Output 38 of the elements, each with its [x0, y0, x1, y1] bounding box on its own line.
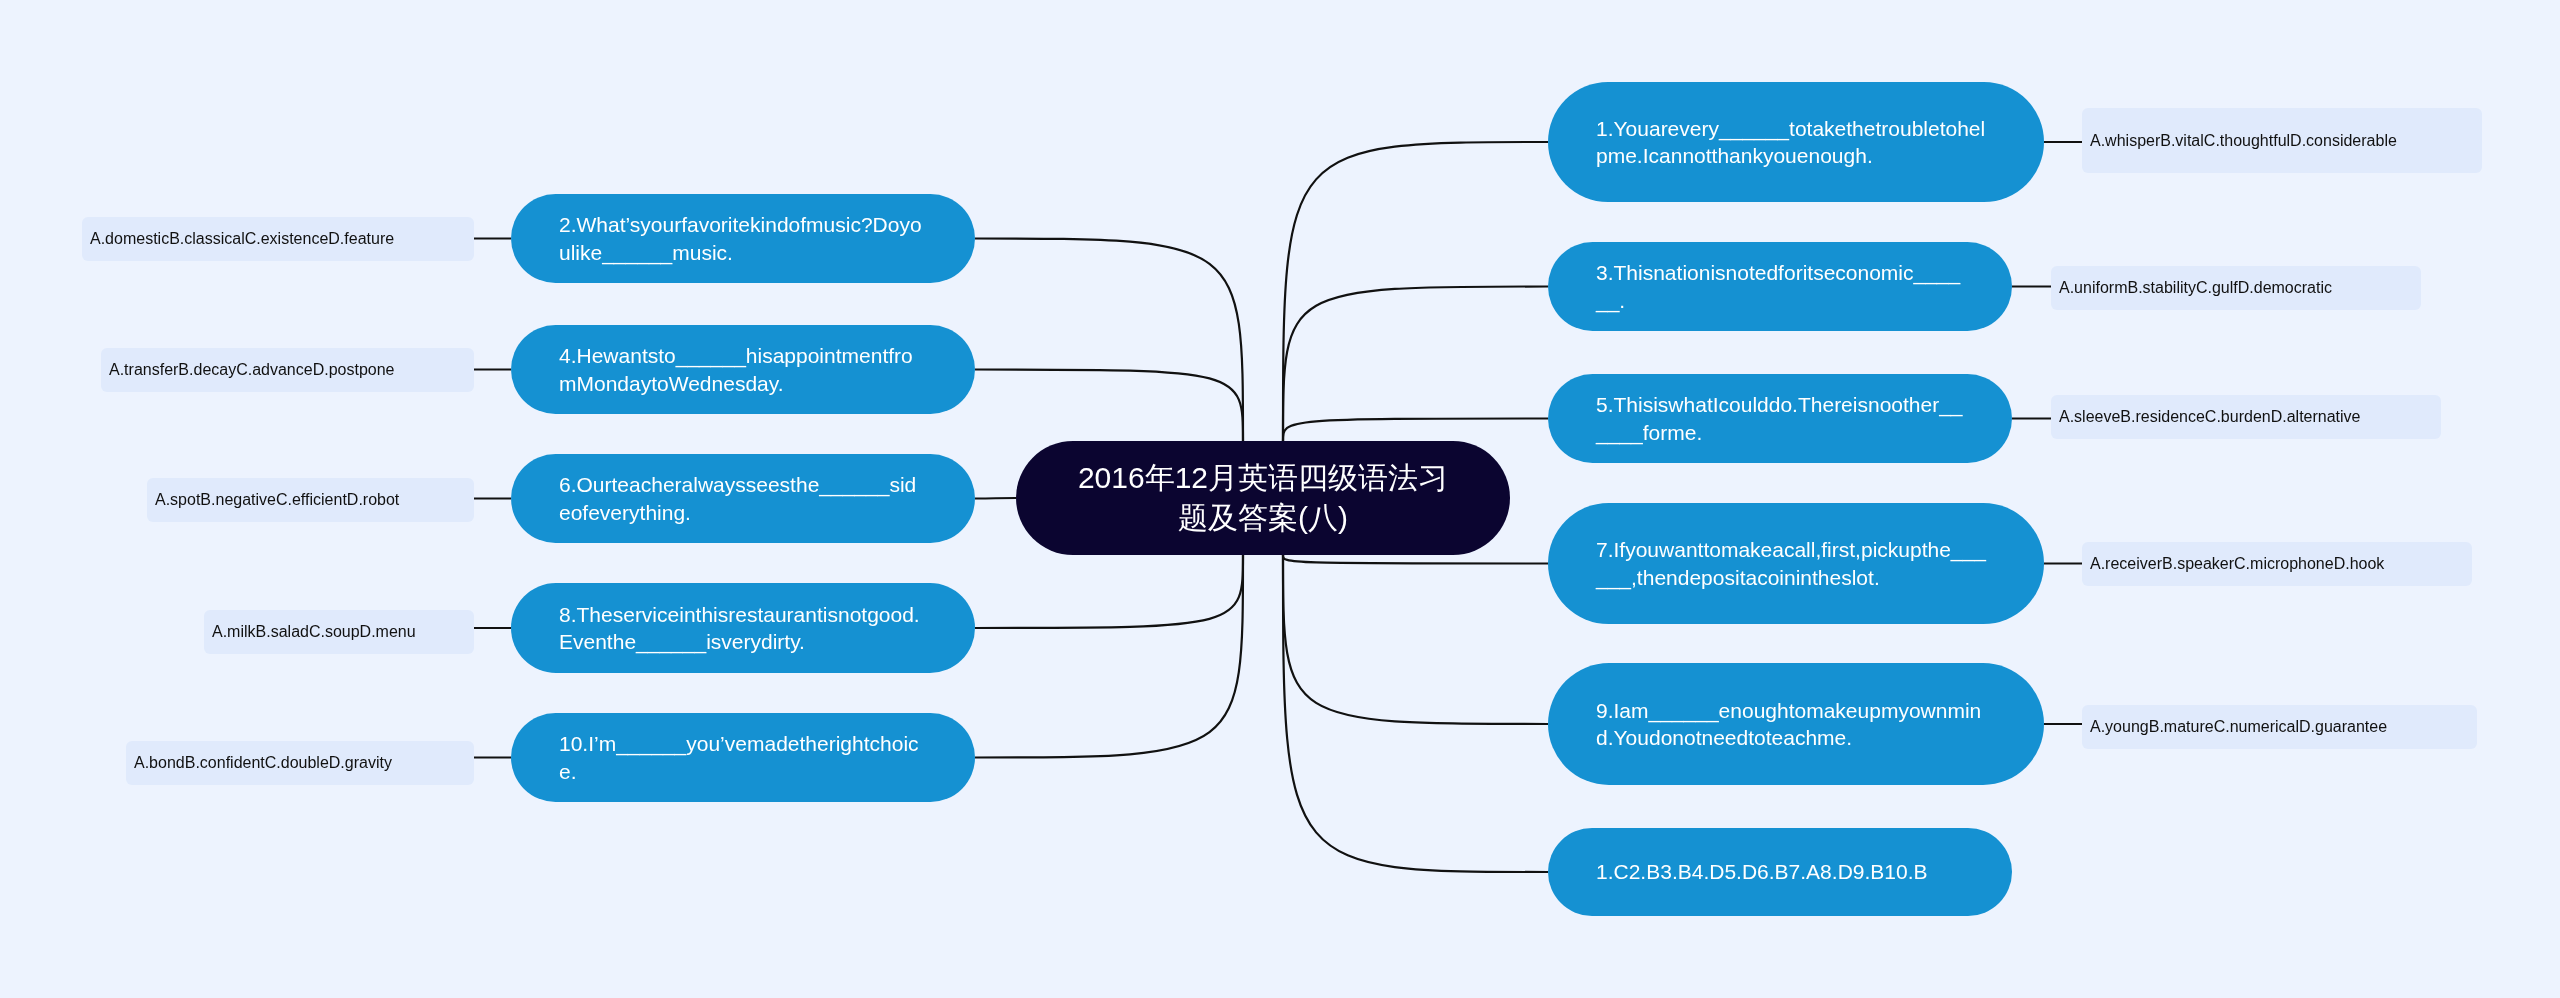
options-box: A.youngB.matureC.numericalD.guarantee	[2082, 705, 2477, 749]
options-box: A.uniformB.stabilityC.gulfD.democratic	[2051, 266, 2421, 310]
options-box: A.spotB.negativeC.efficientD.robot	[147, 478, 474, 522]
question-bubble: 3.Thisnationisnotedforitseconomic______.	[1548, 242, 2012, 331]
question-bubble: 8.Theserviceinthisrestaurantisnotgood.Eventhe______isverydirty.	[511, 583, 975, 673]
connector-line	[2044, 140, 2082, 144]
question-bubble: 10.I’m______you’vemadetherightchoice.	[511, 713, 975, 802]
connector-line	[975, 368, 1245, 441]
connector-line	[474, 237, 511, 240]
connector-line	[2012, 285, 2051, 288]
question-bubble: 7.Ifyouwanttomakeacall,first,pickupthe______,thendepositacoinintheslot.	[1548, 503, 2044, 624]
options-box: A.sleeveB.residenceC.burdenD.alternative	[2051, 395, 2441, 439]
connector-line	[1281, 554, 1548, 565]
connector-line	[474, 626, 511, 630]
connector-line	[2044, 722, 2082, 726]
question-bubble: 2.What’syourfavoritekindofmusic?Doyoulike______music.	[511, 194, 975, 283]
question-bubble: 9.Iam______enoughtomakeupmyownmind.Youdonotneedtoteachme.	[1548, 663, 2044, 785]
connector-line	[2044, 562, 2082, 565]
options-box: A.whisperB.vitalC.thoughtfulD.considerable	[2082, 108, 2482, 173]
connector-line	[1281, 555, 1548, 874]
question-bubble: 4.Hewantsto______hisappointmentfromMondaytoWednesday.	[511, 325, 975, 414]
question-bubble: 6.Ourteacheralwaysseesthe______sideofeverything.	[511, 454, 975, 543]
connector-line	[474, 368, 511, 371]
question-bubble: 5.ThisiswhatIcoulddo.Thereisnoother______forme.	[1548, 374, 2012, 463]
options-box: A.bondB.confidentC.doubleD.gravity	[126, 741, 474, 785]
central-topic: 2016年12月英语四级语法习题及答案(八)	[1016, 441, 1510, 555]
question-bubble: 1.Youarevery______totakethetroubletohelpme.Icannotthankyouenough.	[1548, 82, 2044, 202]
options-box: A.transferB.decayC.advanceD.postpone	[101, 348, 474, 392]
connector-line	[2012, 417, 2051, 420]
options-box: A.milkB.saladC.soupD.menu	[204, 610, 474, 654]
options-box: A.receiverB.speakerC.microphoneD.hook	[2082, 542, 2472, 586]
connector-line	[975, 496, 1016, 500]
connector-line	[474, 497, 511, 500]
question-bubble: 1.C2.B3.B4.D5.D6.B7.A8.D9.B10.B	[1548, 828, 2012, 916]
connector-line	[975, 555, 1245, 759]
options-box: A.domesticB.classicalC.existenceD.feature	[82, 217, 474, 261]
connector-line	[474, 756, 511, 759]
connector-line	[1281, 417, 1548, 442]
